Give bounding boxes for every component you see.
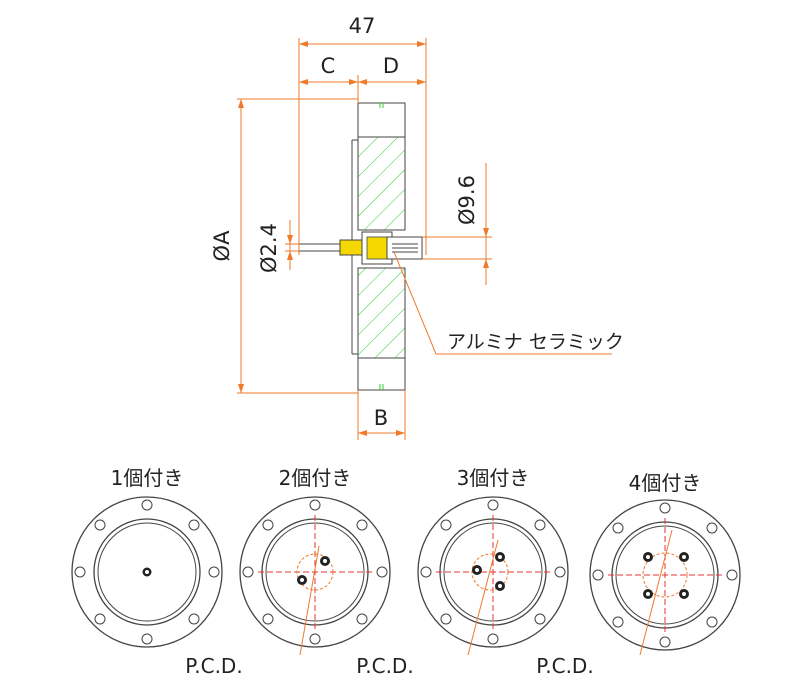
bolt-band-bottom bbox=[357, 357, 406, 391]
dim-overall-label: 47 bbox=[349, 14, 376, 38]
variant-4-pcd-label: P.C.D. bbox=[536, 654, 593, 678]
insulator-body bbox=[339, 239, 365, 256]
variant-3-view: 3個付き P.C.D. bbox=[356, 466, 569, 678]
material-note: アルミナ セラミック bbox=[447, 331, 624, 353]
variant-3-pcd-label: P.C.D. bbox=[356, 654, 413, 678]
variant-2-view: 2個付き P.C.D. bbox=[185, 466, 391, 678]
variant-2-pcd-label: P.C.D. bbox=[185, 654, 242, 678]
dim-pin-label: Ø2.4 bbox=[257, 223, 281, 273]
variant-4-view: 4個付き P.C.D. bbox=[536, 471, 741, 678]
variant-2-label: 2個付き bbox=[279, 466, 352, 490]
bolt-band-top bbox=[357, 102, 406, 138]
dimension-arrows bbox=[238, 41, 489, 436]
variant-3-label: 3個付き bbox=[457, 466, 530, 490]
variant-4-label: 4個付き bbox=[629, 471, 702, 495]
pin-left bbox=[298, 243, 342, 252]
dim-b-label: B bbox=[374, 406, 388, 430]
dim-d-label: D bbox=[383, 54, 399, 78]
dim-c-label: C bbox=[321, 54, 336, 78]
dim-a-label: ØA bbox=[210, 230, 234, 262]
variant-1-label: 1個付き bbox=[111, 466, 184, 490]
section-view bbox=[298, 102, 423, 391]
dim-insulator-label: Ø9.6 bbox=[455, 175, 479, 225]
dimension-lines bbox=[237, 38, 612, 440]
variant-1-view: 1個付き bbox=[71, 466, 223, 648]
